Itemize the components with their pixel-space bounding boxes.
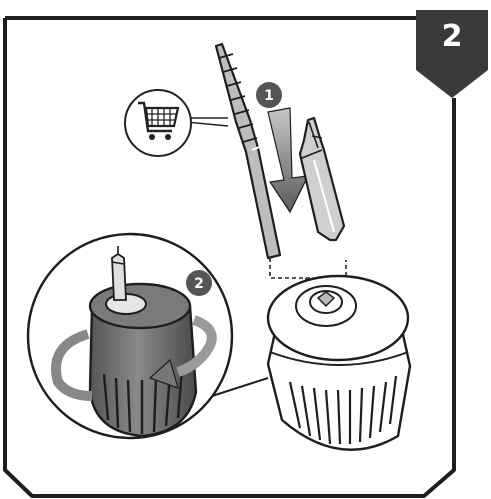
- step-number: 2: [416, 22, 488, 52]
- step-number-tag: 2: [416, 10, 488, 98]
- shopping-cart-icon: [125, 90, 228, 156]
- step-badge-2-label: 2: [194, 276, 204, 292]
- step-badge-1-label: 1: [264, 88, 274, 104]
- drill-chuck-icon: [268, 276, 410, 450]
- drill-bit-icon: [216, 44, 284, 258]
- step-badge-1: 1: [256, 82, 282, 108]
- screwdriver-bit-icon: [300, 118, 344, 240]
- zoom-callout: [28, 234, 232, 438]
- step-badge-2: 2: [186, 270, 212, 296]
